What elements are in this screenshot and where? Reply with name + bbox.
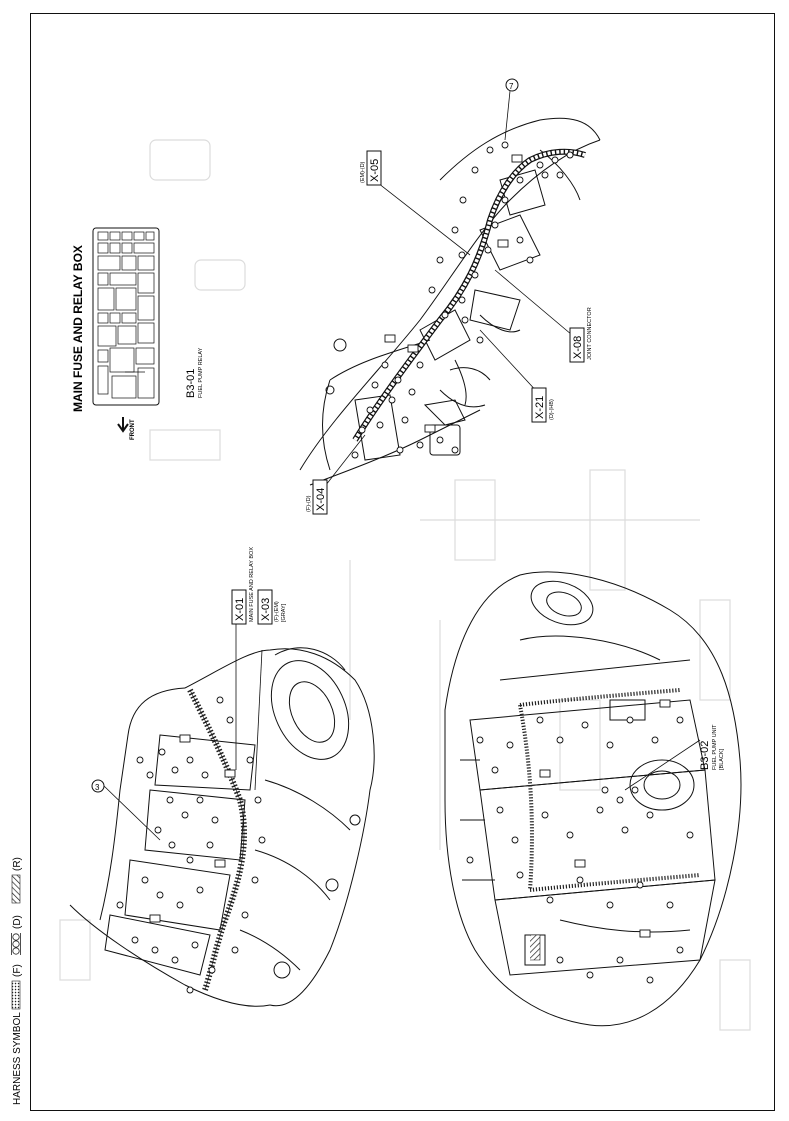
engine-compartment-view — [69, 647, 375, 1007]
front-arrow-icon — [117, 417, 129, 433]
ref-7-label: 7 — [509, 82, 514, 91]
harness-symbol-label: HARNESS SYMBOL : — [12, 1007, 23, 1105]
rear-harness-code: (R) — [12, 857, 23, 871]
front-harness-swatch — [11, 980, 21, 1010]
x03-sub1: (F)-(EM) — [274, 601, 280, 622]
x21-code: X-21 — [534, 396, 546, 419]
x05-code: X-05 — [369, 159, 381, 182]
x05-callout: X-05 (EM)-(D) — [360, 150, 382, 186]
rear-harness-trunk — [518, 688, 701, 892]
ghost-background — [59, 139, 751, 1031]
x01-desc: MAIN FUSE AND RELAY BOX — [249, 547, 255, 622]
dashboard-view — [299, 117, 601, 486]
dash-harness-trunk-outer — [352, 148, 586, 442]
b302-callout: B3-02 FUEL PUMP UNIT [BLACK] — [699, 724, 725, 770]
x05-sub: (EM)-(D) — [360, 161, 366, 183]
fuse-box-title-group: MAIN FUSE AND RELAY BOX — [71, 245, 85, 412]
x01-code: X-01 — [234, 598, 246, 621]
x01-callout: X-01 MAIN FUSE AND RELAY BOX — [231, 547, 255, 625]
front-harness-outline — [189, 689, 245, 991]
engine-bay-connectors — [116, 696, 266, 994]
page-border — [30, 13, 775, 1111]
rear-hatch-segment — [530, 934, 541, 961]
x03-leader — [254, 649, 263, 791]
dash-harness-code: (D) — [12, 915, 23, 929]
b301-desc: FUEL PUMP RELAY — [198, 347, 204, 398]
x08-code: X-08 — [572, 336, 584, 359]
x08-callout: X-08 JOINT CONNECTOR — [569, 307, 593, 363]
rear-harness-swatch — [11, 874, 21, 904]
b302-code: B3-02 — [699, 741, 711, 770]
b302-color: [BLACK] — [719, 748, 725, 770]
ref-3-leader — [103, 785, 161, 841]
rear-body-view — [444, 571, 742, 1027]
front-label-group: FRONT — [130, 419, 136, 440]
x04-callout: X-04 (F)-(D) — [306, 479, 328, 515]
x08-leader — [494, 269, 579, 341]
x08-desc: JOINT CONNECTOR — [587, 307, 593, 360]
dashboard-connectors — [351, 141, 574, 459]
harness-symbol-legend: HARNESS SYMBOL : (F) (D) (R) — [11, 857, 23, 1105]
fuse-box-inset: MAIN FUSE AND RELAY BOX FRONT B3-01 — [71, 227, 204, 440]
fuse-box-title: MAIN FUSE AND RELAY BOX — [71, 245, 85, 412]
x03-code: X-03 — [260, 598, 272, 621]
x03-callout: X-03 (F)-(EM) [GRAY] — [257, 589, 287, 625]
x04-leader — [321, 434, 366, 491]
front-harness-code: (F) — [12, 964, 23, 977]
x05-leader — [377, 182, 471, 256]
fuse-box-slots — [97, 231, 155, 399]
front-label: FRONT — [130, 419, 136, 440]
b302-desc: FUEL PUMP UNIT — [712, 724, 718, 770]
dash-harness-swatch — [11, 933, 21, 955]
x03-sub2: [GRAY] — [281, 603, 287, 622]
x21-leader — [479, 329, 541, 396]
ref-7-leader — [504, 90, 511, 141]
ref-3-label: 3 — [95, 783, 100, 792]
rear-connectors — [466, 699, 694, 984]
x21-sub: (D)-(HB) — [549, 399, 555, 420]
dash-harness-trunk-inner — [353, 149, 586, 441]
b301-code: B3-01 — [185, 369, 197, 398]
b302-leader — [624, 739, 701, 791]
b301-callout: B3-01 FUEL PUMP RELAY — [185, 347, 204, 398]
x04-code: X-04 — [315, 488, 327, 511]
x04-sub: (F)-(D) — [306, 495, 312, 512]
ref-circle-7 — [505, 78, 519, 92]
x21-callout: X-21 (D)-(HB) — [531, 387, 555, 423]
